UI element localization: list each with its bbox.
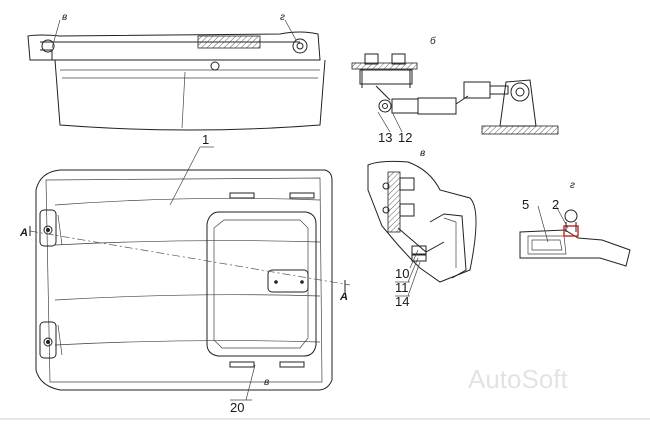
leader-5: [537, 205, 549, 243]
detail-b-title: б: [430, 35, 436, 47]
callout-11: 11: [395, 280, 409, 295]
leader-g-top: [284, 19, 297, 41]
leader-2: [555, 205, 569, 229]
callout-10: 10: [395, 266, 409, 281]
leader-11: [407, 257, 419, 283]
callout-14: 14: [395, 294, 409, 309]
leader-13: [377, 111, 391, 133]
callout-2: 2: [552, 197, 559, 212]
leader-10: [409, 249, 419, 269]
label-view-v-top: в: [62, 12, 67, 23]
section-mark-right: А: [339, 291, 348, 303]
callout-12: 12: [398, 130, 412, 145]
roof-side-view: [27, 31, 326, 131]
callout-5: 5: [522, 197, 529, 212]
label-view-v-plan: в: [264, 377, 269, 388]
leader-1: [169, 146, 201, 206]
detail-g: [519, 209, 631, 267]
callout-20: 20: [230, 400, 244, 415]
detail-g-title: г: [570, 180, 575, 191]
section-line-a: [29, 230, 351, 286]
leader-14: [407, 261, 421, 297]
watermark-text: AutoSoft: [468, 364, 569, 394]
section-mark-left: А: [19, 227, 28, 239]
detail-v: [367, 160, 477, 283]
label-view-g-top: г: [280, 12, 285, 23]
leader-v-top: [51, 19, 61, 49]
detail-v-title: в: [420, 148, 425, 159]
callout-13: 13: [378, 130, 392, 145]
roof-plan-view: [35, 169, 333, 391]
callout-1: 1: [202, 132, 209, 147]
leader-12: [391, 111, 403, 133]
detail-b: [351, 53, 559, 135]
leader-20: [245, 364, 256, 401]
